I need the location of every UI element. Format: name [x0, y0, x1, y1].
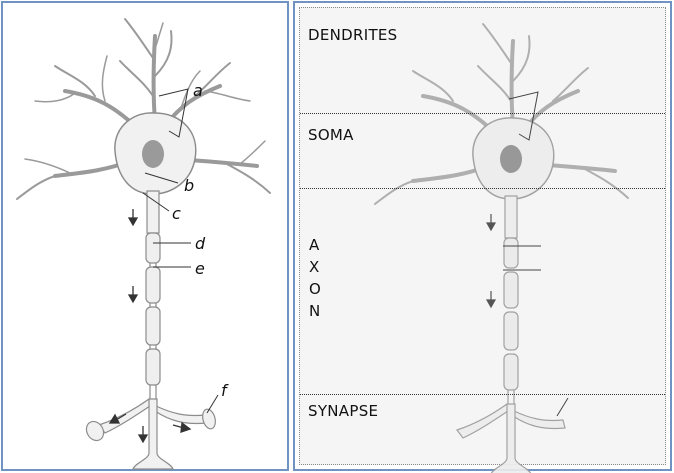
callout-label-e: e: [195, 259, 205, 278]
neuron-illustration: [17, 19, 270, 469]
zone-label-axon: A X O N: [309, 234, 321, 322]
myelin-sheath: [146, 233, 160, 385]
callout-label-d: d: [195, 234, 205, 253]
neuron-illustration-faded: [375, 24, 628, 473]
neuron-zones-panel: DENDRITES SOMA A X O N SYNAPSE: [293, 1, 672, 471]
axon-letter-x: X: [309, 256, 321, 278]
axon-terminals: [83, 385, 217, 469]
callout-label-f: f: [221, 381, 227, 400]
axon-letter-n: N: [309, 300, 321, 322]
axon-letter-o: O: [309, 278, 321, 300]
zone-divider-soma-axon: [300, 188, 665, 189]
zone-divider-axon-synapse: [300, 394, 665, 395]
neuron-drawing-right: [300, 8, 669, 468]
zone-label-soma: SOMA: [308, 126, 354, 144]
callout-label-b: b: [184, 176, 194, 195]
callout-label-a: a: [193, 81, 203, 100]
nucleus: [142, 140, 164, 168]
zone-divider-dendrites-soma: [300, 113, 665, 114]
axon-letter-a: A: [309, 234, 321, 256]
labeled-neuron-panel: a b c d e f: [1, 1, 289, 471]
zones-background: DENDRITES SOMA A X O N SYNAPSE: [299, 7, 666, 465]
callout-label-c: c: [172, 204, 181, 223]
zone-label-synapse: SYNAPSE: [308, 402, 378, 420]
neuron-drawing-left: [3, 3, 291, 473]
zone-label-dendrites: DENDRITES: [308, 26, 398, 44]
